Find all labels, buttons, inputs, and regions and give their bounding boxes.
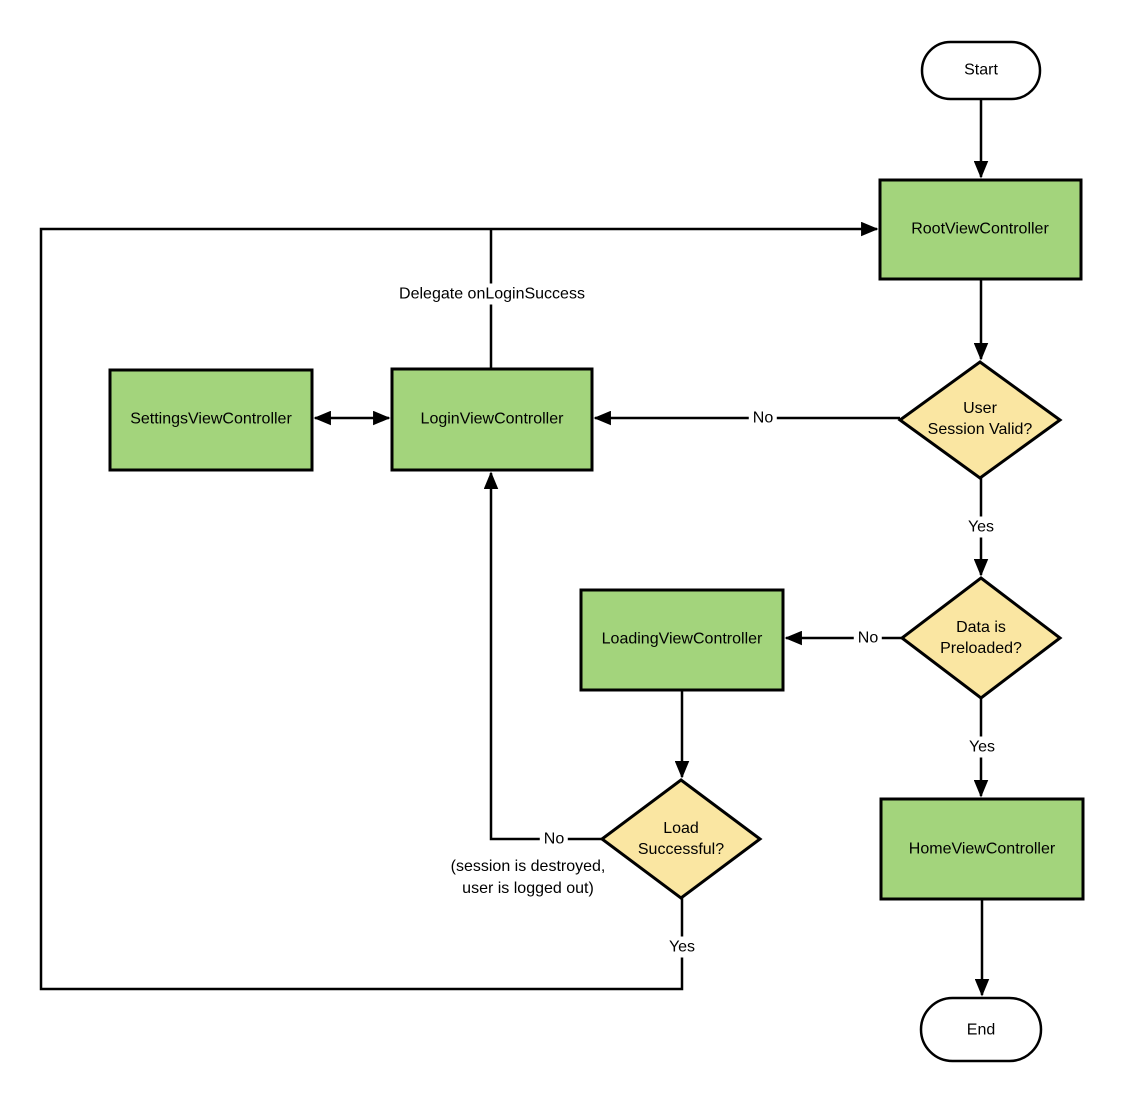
login-view-controller-node-shape [390, 367, 594, 472]
settings-view-controller-label: SettingsViewController [130, 410, 292, 428]
session-valid-no-label: No [748, 407, 778, 429]
preloaded-no-label: No [853, 627, 883, 649]
load-successful-decision-shape [599, 778, 763, 900]
start-node-label: Start [964, 61, 998, 79]
load-successful-no-label: No [539, 828, 569, 850]
data-is-preloaded-label-line2: Preloaded? [940, 640, 1022, 657]
delegate-on-login-success-label: Delegate onLoginSuccess [395, 283, 589, 305]
user-session-valid-decision-shape [897, 360, 1063, 480]
home-view-controller-node-shape [879, 797, 1085, 901]
settings-view-controller-node-shape [108, 368, 314, 472]
start-node-shape [920, 40, 1042, 101]
user-session-valid-label-line1: User [963, 400, 997, 417]
home-view-controller-label: HomeViewController [908, 840, 1056, 858]
end-node-label: End [966, 1021, 996, 1039]
loading-view-controller-node-shape [579, 588, 785, 692]
data-is-preloaded-decision-shape [899, 576, 1063, 700]
root-view-controller-node-shape [878, 178, 1083, 281]
session-destroyed-note-line1: (session is destroyed, [450, 858, 606, 875]
session-destroyed-note-line2: user is logged out) [462, 880, 594, 897]
root-view-controller-label: RootViewController [911, 220, 1049, 238]
edge-load-successful-yes-loop-to-root [39, 221, 879, 991]
end-node-shape [919, 996, 1043, 1063]
user-session-valid-label: User Session Valid? [928, 398, 1033, 440]
loading-view-controller-label: LoadingViewController [601, 630, 763, 648]
data-is-preloaded-label-line1: Data is [956, 619, 1006, 636]
load-successful-label-line1: Load [663, 820, 699, 837]
login-view-controller-label: LoginViewController [420, 410, 564, 428]
session-valid-yes-label: Yes [963, 516, 999, 538]
load-successful-label-line2: Successful? [637, 841, 725, 858]
user-session-valid-label-line2: Session Valid? [927, 421, 1033, 438]
preloaded-yes-label: Yes [964, 736, 1000, 758]
load-successful-yes-label: Yes [664, 936, 700, 958]
session-destroyed-note: (session is destroyed, user is logged ou… [451, 856, 606, 900]
load-successful-label: Load Successful? [638, 818, 724, 860]
data-is-preloaded-label: Data is Preloaded? [940, 617, 1022, 659]
